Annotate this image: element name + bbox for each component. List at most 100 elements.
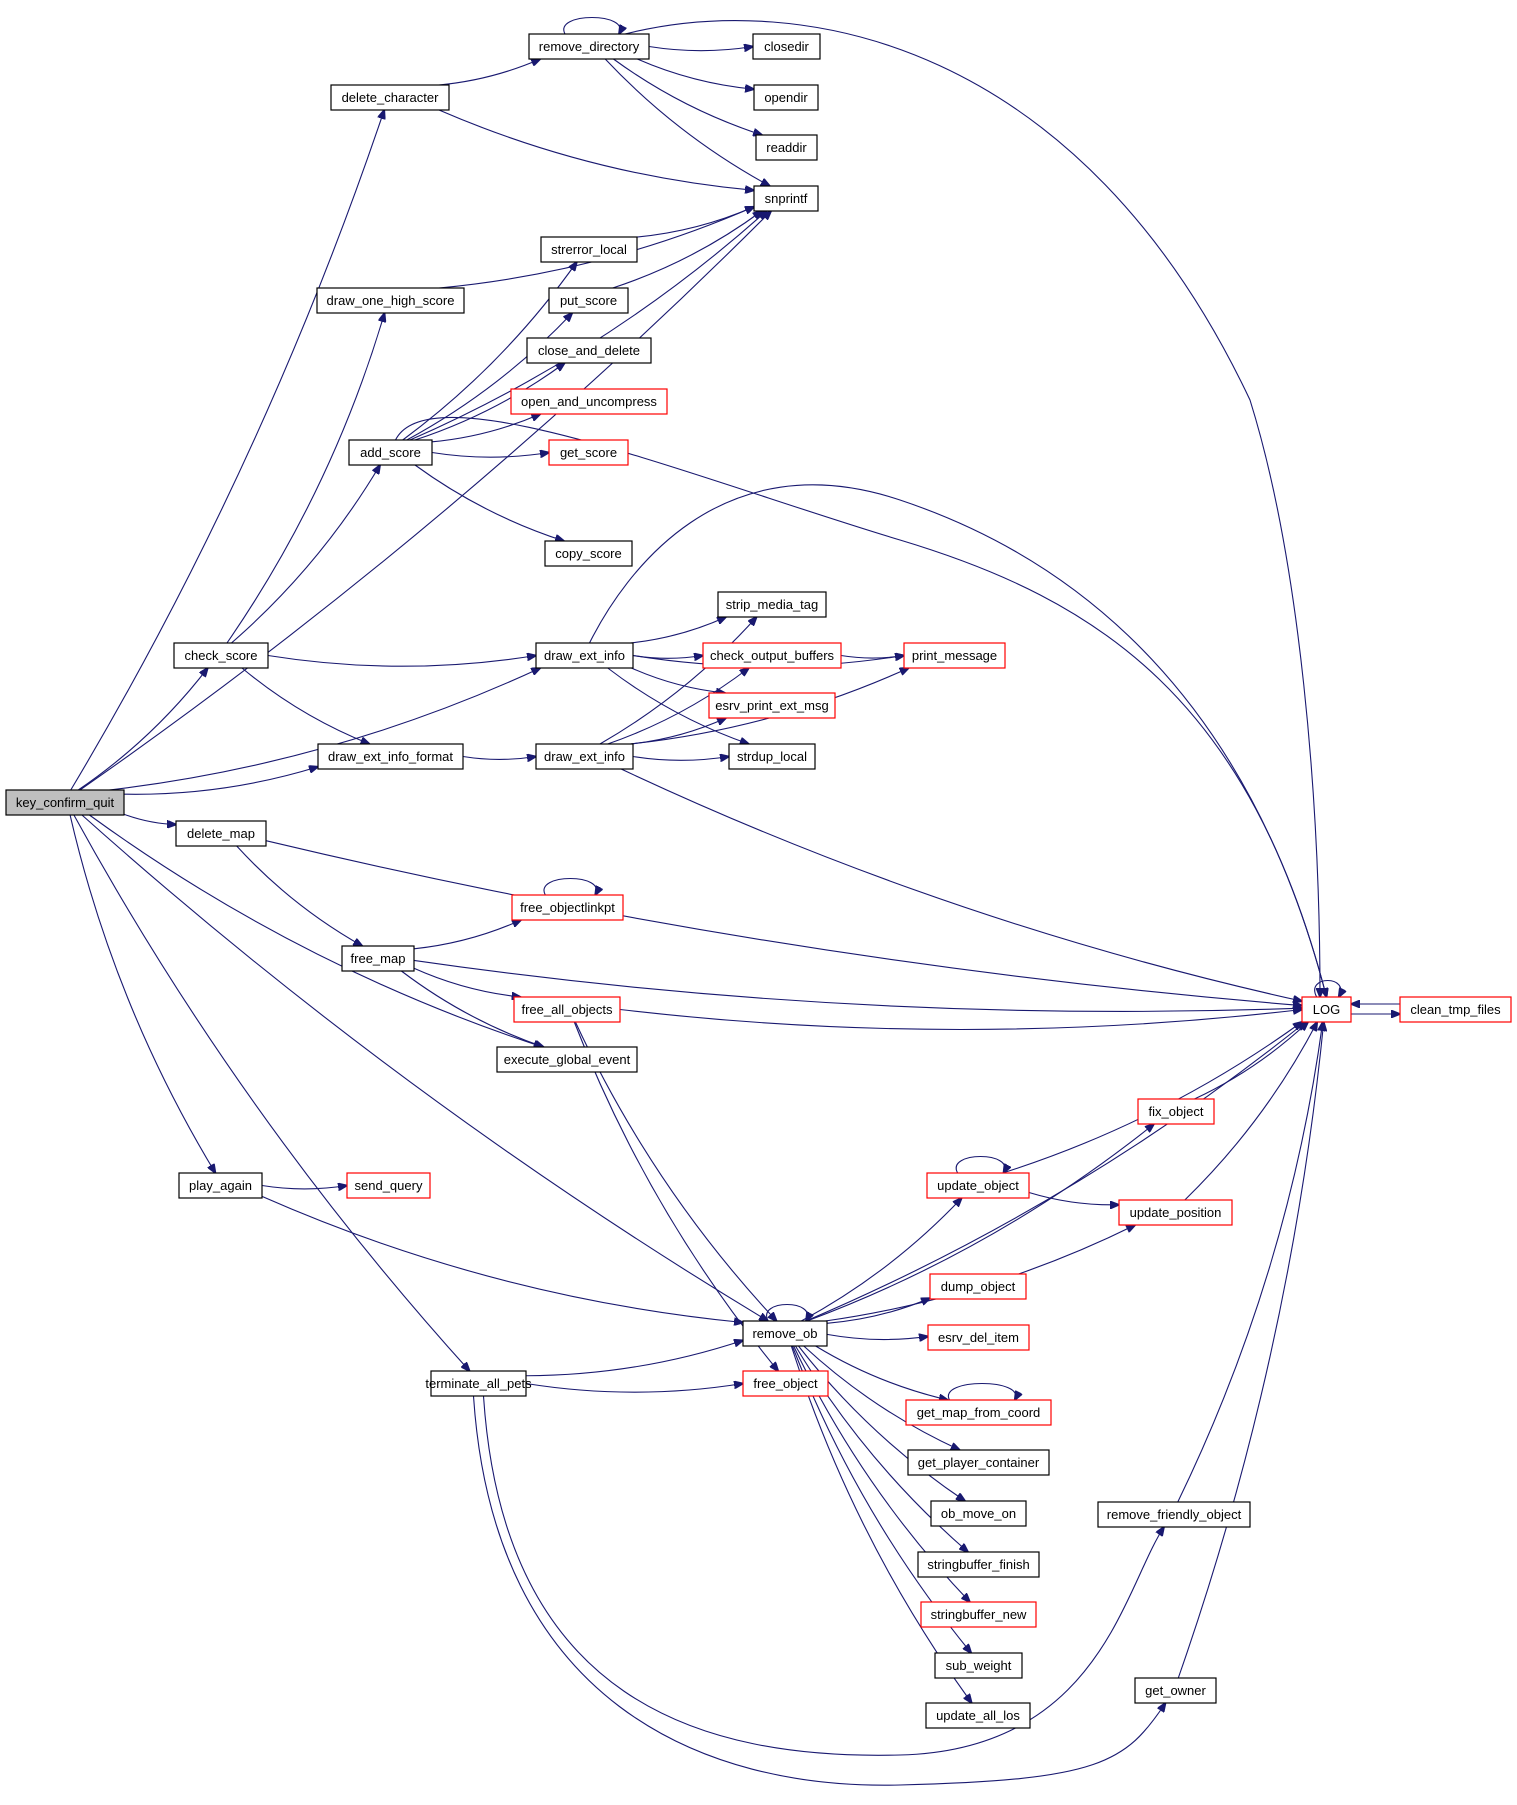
node-get-player-container[interactable]: get_player_container — [907, 1449, 1050, 1476]
node-update-all-los[interactable]: update_all_los — [925, 1702, 1031, 1729]
node-close-and-delete[interactable]: close_and_delete — [526, 337, 652, 364]
edge — [431, 414, 540, 443]
edge — [413, 967, 521, 997]
node-free-all-objects[interactable]: free_all_objects — [513, 996, 621, 1023]
node-box — [1097, 1501, 1251, 1528]
edge — [631, 667, 725, 693]
edge — [613, 58, 762, 135]
node-label: play_again — [189, 1178, 252, 1193]
node-sub-weight[interactable]: sub_weight — [934, 1652, 1023, 1679]
node-remove-directory[interactable]: remove_directory — [528, 33, 650, 60]
node-get-map-from-coord[interactable]: get_map_from_coord — [905, 1399, 1052, 1426]
node-box — [917, 1551, 1040, 1578]
node-put-score[interactable]: put_score — [548, 287, 629, 314]
node-box — [905, 1399, 1052, 1426]
node-check-output-buffers[interactable]: check_output_buffers — [702, 642, 842, 669]
node-box — [1137, 1098, 1215, 1125]
node-label: draw_ext_info_format — [328, 749, 453, 764]
edge-remove-directory-to-snprintf — [604, 58, 770, 186]
node-strerror-local[interactable]: strerror_local — [540, 236, 638, 263]
node-readdir[interactable]: readdir — [755, 134, 818, 161]
node-label: get_owner — [1145, 1683, 1206, 1698]
node-label: dump_object — [941, 1279, 1016, 1294]
node-update-position[interactable]: update_position — [1118, 1199, 1233, 1226]
node-dump-object[interactable]: dump_object — [929, 1273, 1027, 1300]
node-remove-ob[interactable]: remove_ob — [742, 1320, 828, 1347]
edge — [636, 207, 754, 238]
node-box — [702, 642, 842, 669]
node-opendir[interactable]: opendir — [753, 84, 819, 111]
edge — [414, 363, 565, 441]
node-draw-one-high-score[interactable]: draw_one_high_score — [316, 287, 465, 314]
node-free-object[interactable]: free_object — [742, 1370, 829, 1397]
node-stringbuffer-finish[interactable]: stringbuffer_finish — [917, 1551, 1040, 1578]
node-clean-tmp-files[interactable]: clean_tmp_files — [1399, 996, 1512, 1023]
node-esrv-del-item[interactable]: esrv_del_item — [927, 1324, 1030, 1351]
edge — [401, 970, 543, 1047]
edge-remove-directory-to-log — [624, 20, 1320, 997]
node-free-objectlinkpt[interactable]: free_objectlinkpt — [511, 894, 624, 921]
node-box — [510, 388, 668, 415]
node-snprintf[interactable]: snprintf — [753, 185, 819, 212]
node-box — [753, 185, 819, 212]
node-get-score[interactable]: get_score — [548, 439, 629, 466]
node-free-map[interactable]: free_map — [341, 945, 415, 972]
node-stringbuffer-new[interactable]: stringbuffer_new — [920, 1601, 1037, 1628]
node-delete-map[interactable]: delete_map — [175, 820, 267, 847]
node-box — [348, 439, 433, 466]
edge-key-confirm-quit-to-terminate-all-pets — [73, 814, 470, 1371]
edge — [624, 20, 1320, 997]
node-send-query[interactable]: send_query — [346, 1172, 431, 1199]
edge-draw-ext-info-1-to-strdup-local — [607, 667, 749, 744]
node-strdup-local[interactable]: strdup_local — [728, 743, 816, 770]
node-remove-friendly-object[interactable]: remove_friendly_object — [1097, 1501, 1251, 1528]
edge-free-objectlinkpt-to-free-objectlinkpt — [543, 877, 597, 896]
node-open-and-uncompress[interactable]: open_and_uncompress — [510, 388, 668, 415]
edge — [766, 1304, 808, 1322]
node-draw-ext-info-2[interactable]: draw_ext_info — [535, 743, 634, 770]
node-play-again[interactable]: play_again — [178, 1172, 263, 1199]
node-ob-move-on[interactable]: ob_move_on — [930, 1500, 1027, 1527]
node-label: draw_ext_info — [544, 648, 625, 663]
edge — [798, 1345, 965, 1501]
node-label: free_all_objects — [521, 1002, 613, 1017]
edge-remove-ob-to-esrv-del-item — [826, 1334, 928, 1339]
edge-draw-ext-info-format-to-draw-ext-info-2 — [462, 757, 536, 760]
node-label: strip_media_tag — [726, 597, 819, 612]
node-closedir[interactable]: closedir — [752, 33, 821, 60]
node-get-owner[interactable]: get_owner — [1134, 1677, 1217, 1704]
node-delete-character[interactable]: delete_character — [330, 84, 450, 111]
node-esrv-print-ext-msg[interactable]: esrv_print_ext_msg — [708, 692, 836, 719]
node-draw-ext-info-format[interactable]: draw_ext_info_format — [317, 743, 464, 770]
node-strip-media-tag[interactable]: strip_media_tag — [717, 591, 827, 618]
edge-add-score-to-copy-score — [414, 464, 564, 541]
node-print-message[interactable]: print_message — [903, 642, 1006, 669]
edge-put-score-to-snprintf — [612, 211, 762, 289]
node-box — [178, 1172, 263, 1199]
node-label: check_output_buffers — [710, 648, 835, 663]
node-execute-global-event[interactable]: execute_global_event — [496, 1046, 638, 1073]
edge — [543, 877, 597, 896]
node-key-confirm-quit[interactable]: key_confirm_quit — [5, 789, 125, 816]
node-draw-ext-info-1[interactable]: draw_ext_info — [535, 642, 634, 669]
node-label: open_and_uncompress — [521, 394, 657, 409]
node-terminate-all-pets[interactable]: terminate_all_pets — [425, 1370, 532, 1397]
edge-get-owner-to-log — [1177, 1022, 1323, 1679]
edge-delete-map-to-free-map — [236, 845, 363, 946]
edge-update-object-to-update-position — [1028, 1191, 1119, 1204]
node-log[interactable]: LOG — [1301, 996, 1352, 1023]
edge — [265, 840, 1302, 1006]
node-add-score[interactable]: add_score — [348, 439, 433, 466]
edge — [589, 484, 1327, 997]
node-fix-object[interactable]: fix_object — [1137, 1098, 1215, 1125]
node-box — [728, 743, 816, 770]
node-label: esrv_del_item — [938, 1330, 1019, 1345]
node-copy-score[interactable]: copy_score — [544, 540, 633, 567]
node-check-score[interactable]: check_score — [173, 642, 269, 669]
edge — [231, 465, 380, 644]
node-update-object[interactable]: update_object — [926, 1172, 1030, 1199]
edge — [947, 1382, 1015, 1401]
node-box — [330, 84, 450, 111]
node-label: stringbuffer_new — [931, 1607, 1027, 1622]
node-box — [540, 236, 638, 263]
